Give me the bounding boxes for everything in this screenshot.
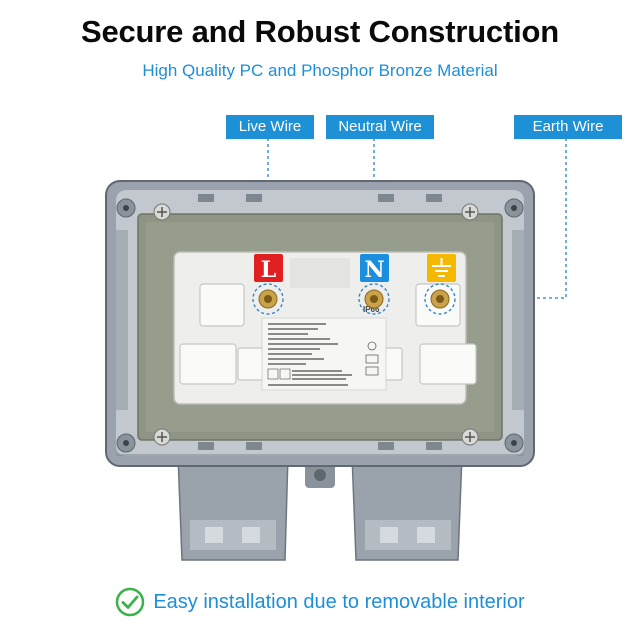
callout-earth-wire: Earth Wire [514,115,622,139]
cable-glands [177,454,463,561]
callout-neutral-wire: Neutral Wire [326,115,434,139]
earth-icon [432,258,451,277]
plate-screws [153,203,479,446]
terminal-neutral [358,283,390,315]
live-badge: L [254,254,283,283]
live-letter: L [261,257,276,283]
callout-live-wire: Live Wire [226,115,314,139]
footer-text: Easy installation due to removable inter… [153,590,525,613]
neutral-letter: N [364,257,384,283]
page-title: Secure and Robust Construction [81,14,559,49]
ip-rating-text: IP66 [363,305,380,314]
terminal-live [252,283,284,315]
check-circle-icon [116,587,145,617]
neutral-badge: N [360,254,389,283]
terminal-earth [424,283,456,315]
footer-feature: Easy installation due to removable inter… [0,586,640,618]
earth-badge [427,254,456,282]
page-subtitle: High Quality PC and Phosphor Bronze Mate… [142,61,498,80]
